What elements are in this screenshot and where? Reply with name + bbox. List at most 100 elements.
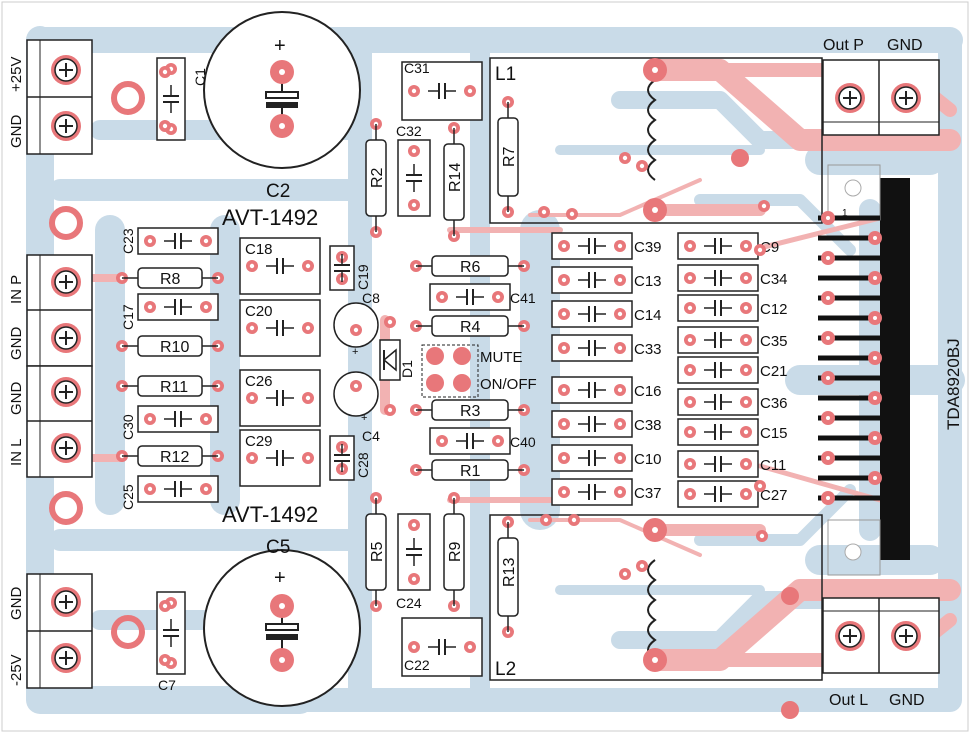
label-c31: C31 — [404, 60, 430, 76]
pad-hole — [305, 455, 311, 461]
capacitor-c25 — [137, 475, 219, 503]
resistor-body — [431, 399, 509, 421]
label-r11: R11 — [160, 379, 188, 396]
pad-hole — [761, 203, 767, 209]
pad-hole — [411, 522, 417, 528]
pad-hole — [561, 387, 567, 393]
terminal-label-gnd3: GND — [8, 382, 25, 416]
label-c8: C8 — [362, 290, 380, 306]
pad-hole — [249, 395, 255, 401]
label-c23: C23 — [120, 228, 136, 254]
terminal-label-minus25: -25V — [8, 654, 25, 686]
label-c41: C41 — [510, 290, 536, 306]
terminal-label-inl: IN L — [8, 438, 25, 466]
label-c21: C21 — [760, 363, 788, 380]
mounting-holes — [49, 81, 145, 649]
pad-hole — [203, 416, 209, 422]
capacitor-c18: C18 — [239, 237, 321, 295]
capacitor-c33 — [551, 334, 633, 362]
pad-hole — [249, 263, 255, 269]
resistor-body — [137, 375, 203, 397]
pad-hole — [687, 429, 693, 435]
capacitor-c10 — [551, 444, 633, 472]
resistor-r8: R8 — [116, 267, 224, 289]
label-c32: C32 — [396, 123, 422, 139]
pad-hole — [743, 243, 749, 249]
terminal-label-plus25: +25V — [8, 57, 25, 92]
pad-hole — [743, 399, 749, 405]
pad-hole — [147, 238, 153, 244]
resistor-body — [431, 315, 509, 337]
capacitor-c37 — [551, 478, 633, 506]
terminal-label-gnd2: GND — [8, 327, 25, 361]
resistor-body — [443, 143, 465, 221]
pad-hole — [543, 517, 549, 523]
label-c10: C10 — [634, 451, 662, 468]
pad-hole — [203, 238, 209, 244]
pad-hole — [652, 527, 658, 533]
pad-hole — [617, 455, 623, 461]
pad-hole — [467, 644, 473, 650]
label-r14: R14 — [447, 163, 464, 192]
label-c40: C40 — [510, 434, 536, 450]
pad-hole — [639, 563, 645, 569]
pad-hole — [622, 571, 628, 577]
pad-hole — [279, 123, 285, 129]
pad-hole — [561, 311, 567, 317]
capacitor-c17 — [137, 293, 219, 321]
label-l2: L2 — [495, 659, 516, 680]
pad-hole — [743, 491, 749, 497]
pad-hole — [561, 345, 567, 351]
resistor-r2: R2 — [365, 118, 387, 238]
capacitor-c16 — [551, 376, 633, 404]
terminal-label-gnd1: GND — [8, 115, 25, 149]
pad-hole — [569, 211, 575, 217]
label-c19: C19 — [355, 264, 371, 290]
svg-text:+: + — [274, 567, 286, 589]
terminal-label-outl: Out L — [829, 692, 868, 709]
terminal-label-gnd6: GND — [889, 692, 925, 709]
vias — [731, 149, 799, 719]
pad-hole — [687, 399, 693, 405]
label-r6: R6 — [460, 259, 481, 276]
capacitor-c24 — [397, 513, 431, 591]
pad-hole — [743, 461, 749, 467]
pad-hole — [411, 88, 417, 94]
electrolytic-caps: + + + + — [203, 11, 379, 707]
capacitor-c22 — [401, 617, 483, 677]
label-c35: C35 — [760, 333, 788, 350]
pad-hole — [561, 243, 567, 249]
resistor-body — [497, 117, 519, 197]
pad-hole — [873, 316, 877, 320]
capacitor-c41 — [429, 283, 511, 311]
pad-hole — [203, 304, 209, 310]
resistor-body — [443, 513, 465, 591]
resistor-r12: R12 — [116, 445, 224, 467]
terminal-label-inp: IN P — [8, 275, 25, 304]
pad-hole — [203, 486, 209, 492]
pad-hole — [353, 383, 359, 389]
pad-hole — [873, 276, 877, 280]
capacitor-c14 — [551, 300, 633, 328]
capacitor-c13 — [551, 266, 633, 294]
pad-hole — [541, 209, 547, 215]
capacitor-c30 — [137, 405, 219, 433]
capacitor-c34 — [677, 264, 759, 292]
resistor-r5: R5 — [365, 492, 387, 612]
label-l1: L1 — [495, 64, 516, 85]
capacitor-c9 — [677, 232, 759, 260]
pad-hole — [873, 236, 877, 240]
pad-hole — [687, 461, 693, 467]
pad-hole — [826, 216, 830, 220]
svg-text:+: + — [274, 35, 286, 57]
label-c34: C34 — [760, 271, 788, 288]
label-r3: R3 — [460, 403, 481, 420]
label-c12: C12 — [760, 301, 788, 318]
pad-hole — [873, 436, 877, 440]
label-c18: C18 — [245, 241, 273, 258]
resistor-body — [137, 445, 203, 467]
onoff-label: ON/OFF — [480, 376, 537, 393]
label-r12: R12 — [160, 449, 189, 466]
